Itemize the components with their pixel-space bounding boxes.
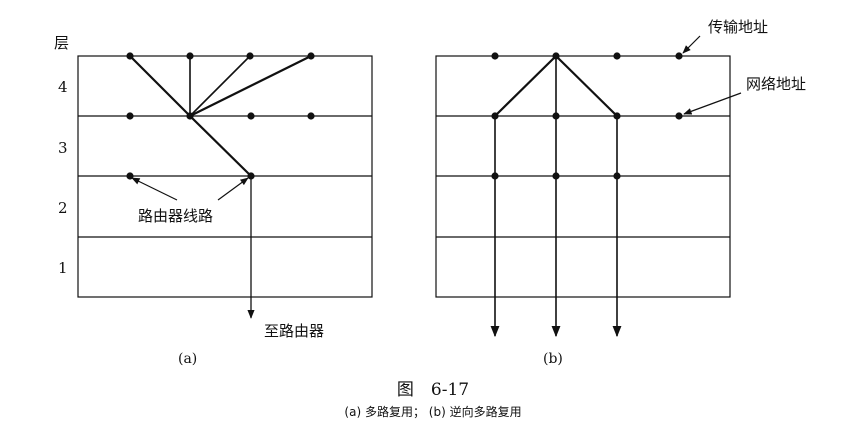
panel-b-transport-dot	[613, 52, 621, 60]
panel-a-network-dot	[307, 112, 315, 120]
panel-a-connection-4	[189, 55, 312, 117]
panel-a-transport-dot	[186, 52, 194, 60]
panel-b-fan-right	[555, 55, 618, 117]
transport-address-label: 传输地址	[708, 18, 768, 36]
layer-1-label: 1	[58, 259, 68, 277]
panel-a-pointer-right	[217, 177, 249, 201]
panel-b-dots	[491, 52, 683, 180]
panel-a-transport-dot	[307, 52, 315, 60]
panel-a-network-dot	[126, 112, 134, 120]
panel-a-down-link	[189, 115, 252, 177]
panel-a-transport-dot	[246, 52, 254, 60]
layer-3-label: 3	[58, 139, 68, 157]
router-lines-label: 路由器线路	[138, 207, 213, 225]
panel-a-connection-1	[129, 55, 191, 117]
panel-a-sublabel: (a)	[178, 351, 197, 367]
network-address-label: 网络地址	[746, 75, 806, 93]
panel-b-inverse-multiplexing	[435, 35, 742, 338]
panel-a-pointer-left	[131, 177, 178, 201]
to-router-label: 至路由器	[264, 322, 324, 340]
network-address-pointer	[683, 92, 742, 115]
panel-b-network-dot	[613, 112, 621, 120]
figure-caption: (a) 多路复用； (b) 逆向多路复用	[344, 404, 521, 419]
panel-a-connection-3	[189, 55, 251, 117]
panel-b-network-dot	[491, 112, 499, 120]
panel-a-dots	[126, 52, 315, 180]
panel-b-network-dot	[675, 112, 683, 120]
panel-b-transport-dot	[491, 52, 499, 60]
layer-axis-title: 层	[54, 34, 69, 52]
panel-b-router-dot	[491, 172, 499, 180]
figure-number: 图 6-17	[397, 380, 469, 400]
panel-a-router-dot	[126, 172, 134, 180]
panel-a-transport-dot	[126, 52, 134, 60]
panel-b-fan-left	[494, 55, 557, 117]
panel-b-router-dot	[552, 172, 560, 180]
panel-b-network-dot	[552, 112, 560, 120]
panel-b-router-dot	[613, 172, 621, 180]
panel-b-sublabel: (b)	[543, 351, 563, 367]
layer-2-label: 2	[58, 199, 68, 217]
panel-a-router-dot	[247, 172, 255, 180]
panel-a-network-dot	[186, 112, 194, 120]
transport-address-pointer	[682, 35, 701, 54]
layer-4-label: 4	[58, 78, 68, 96]
panel-b-transport-dot	[552, 52, 560, 60]
panel-a-multiplexing	[77, 55, 373, 319]
panel-b-transport-dot	[675, 52, 683, 60]
panel-a-network-dot	[247, 112, 255, 120]
